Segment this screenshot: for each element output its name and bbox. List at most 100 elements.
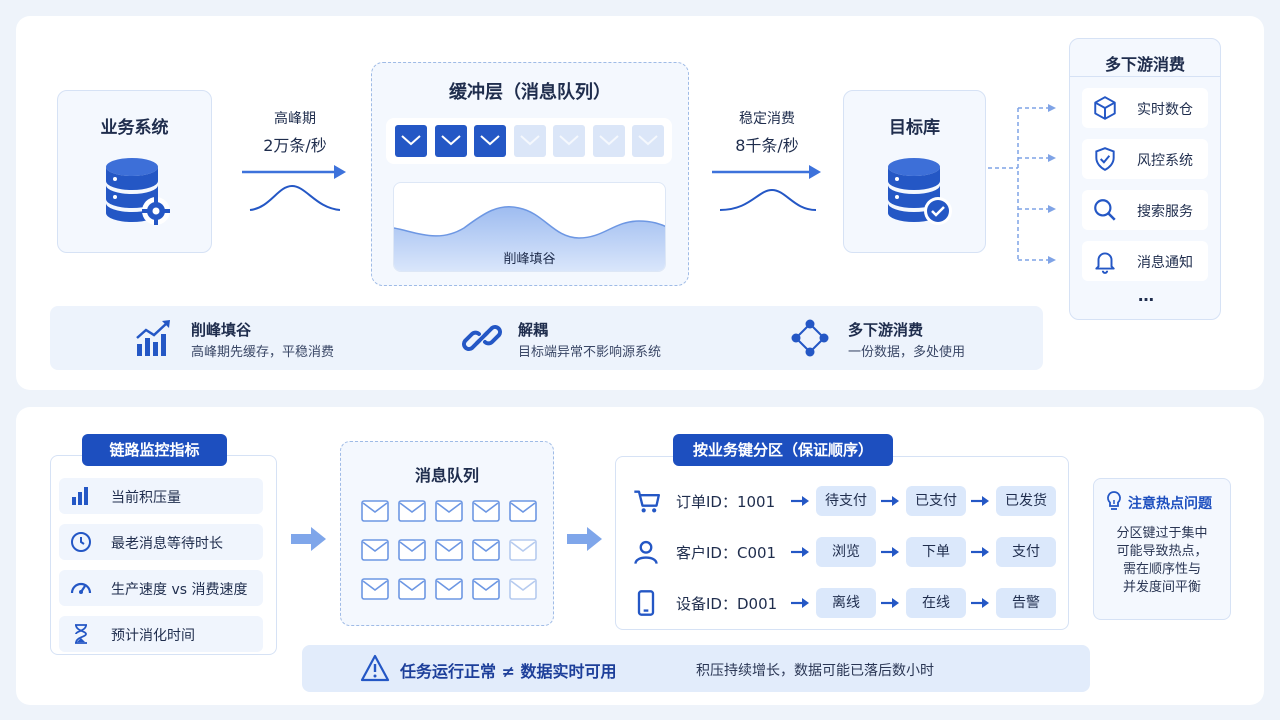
benefit-1-desc: 高峰期先缓存，平稳消费 [191, 345, 335, 360]
monitor-title: 链路监控指标 [82, 434, 227, 466]
target-db-title: 目标库 [889, 118, 940, 138]
queue-title: 消息队列 [414, 466, 479, 485]
partition-step: 在线 [906, 588, 966, 618]
partition-key: 订单ID：1001 [676, 493, 776, 511]
downstream-item-label: 搜索服务 [1137, 204, 1193, 220]
stable-output-arrow [710, 160, 825, 220]
warning-main: 任务运行正常 ≠ 数据实时可用 [400, 662, 617, 681]
clock-icon [69, 530, 93, 554]
downstream-item-label: 风控系统 [1137, 153, 1193, 169]
benefit-2-title: 解耦 [518, 321, 549, 339]
buffer-slot-filled [474, 125, 506, 157]
benefits-bar [50, 306, 1043, 370]
partition-step: 已发货 [996, 486, 1056, 516]
hotspot-title: 注意热点问题 [1128, 496, 1212, 512]
link-icon [462, 318, 502, 358]
network-icon [790, 318, 830, 358]
search-icon [1092, 197, 1118, 223]
monitor-item: 当前积压量 [59, 478, 263, 514]
bar-chart-icon [69, 484, 93, 508]
buffer-slot-empty [513, 125, 546, 157]
peak-input-label: 高峰期 [274, 111, 316, 127]
benefit-3-title: 多下游消费 [848, 321, 924, 339]
downstream-item: 搜索服务 [1082, 190, 1208, 230]
monitor-item: 生产速度 vs 消费速度 [59, 570, 263, 606]
downstream-item: 实时数仓 [1082, 88, 1208, 128]
monitor-item-label: 生产速度 vs 消费速度 [111, 582, 248, 598]
queue-envelope-icon [472, 578, 500, 600]
partition-step-arrow [880, 545, 900, 559]
lightbulb-icon [1104, 490, 1124, 512]
partition-key: 设备ID：D001 [676, 595, 778, 613]
monitor-item-label: 最老消息等待时长 [111, 536, 223, 552]
stable-output-label: 稳定消费 [739, 111, 795, 127]
peak-input-arrow [240, 160, 350, 220]
user-icon [632, 538, 660, 566]
monitor-item-label: 当前积压量 [111, 490, 181, 506]
queue-envelope-icon [398, 539, 426, 561]
database-check-icon [884, 155, 956, 227]
queue-envelope-icon [361, 578, 389, 600]
partition-key: 客户ID：C001 [676, 544, 777, 562]
gauge-icon [69, 576, 93, 600]
partition-step: 已支付 [906, 486, 966, 516]
partition-step-arrow [970, 545, 990, 559]
benefit-1-title: 削峰填谷 [191, 321, 252, 339]
queue-envelope-icon [398, 578, 426, 600]
peak-input-rate: 2万条/秒 [263, 136, 327, 155]
partition-step: 支付 [996, 537, 1056, 567]
buffer-slot-filled [434, 125, 467, 157]
stable-output-rate: 8千条/秒 [735, 136, 799, 155]
warning-icon [360, 654, 390, 682]
business-system-card: 业务系统 [57, 90, 212, 253]
downstream-divider [1070, 76, 1220, 77]
hotspot-card [1093, 478, 1231, 620]
buffer-slot-filled [395, 125, 427, 157]
flow-arrow-1 [291, 527, 327, 551]
cart-icon [632, 487, 660, 515]
benefit-3-desc: 一份数据，多处使用 [848, 345, 966, 360]
downstream-item: 风控系统 [1082, 139, 1208, 179]
cube-icon [1092, 95, 1118, 121]
buffer-wave-box [393, 182, 666, 272]
downstream-item: 消息通知 [1082, 241, 1208, 281]
business-system-title: 业务系统 [100, 118, 169, 138]
bell-icon [1092, 248, 1118, 274]
buffer-caption: 削峰填谷 [503, 252, 556, 267]
partition-title: 按业务键分区（保证顺序） [673, 434, 893, 466]
hotspot-line: 分区键过于集中 [1116, 526, 1208, 541]
downstream-item-label: 实时数仓 [1137, 102, 1193, 118]
monitor-item-label: 预计消化时间 [111, 628, 195, 644]
partition-step-arrow [880, 494, 900, 508]
rising-chart-icon [134, 318, 174, 358]
downstream-title: 多下游消费 [1104, 55, 1185, 74]
warning-bar [302, 645, 1090, 692]
partition-step-arrow [790, 494, 810, 508]
partition-step: 浏览 [816, 537, 876, 567]
partition-step-arrow [970, 494, 990, 508]
database-gear-icon [102, 155, 174, 227]
hotspot-line: 并发度间平衡 [1122, 580, 1201, 595]
queue-envelope-icon [509, 539, 537, 561]
hotspot-body: 分区键过于集中可能导致热点，需在顺序性与并发度间平衡 [1100, 525, 1224, 597]
partition-step: 下单 [906, 537, 966, 567]
buffer-slot-empty [553, 125, 585, 157]
partition-step-arrow [880, 596, 900, 610]
buffer-slot-empty [632, 125, 664, 157]
downstream-more: … [1138, 286, 1154, 305]
queue-envelope-icon [435, 539, 463, 561]
queue-envelope-icon [509, 578, 537, 600]
queue-envelope-icon [361, 500, 389, 522]
partition-step: 离线 [816, 588, 876, 618]
shield-check-icon [1092, 146, 1118, 172]
hourglass-icon [69, 622, 93, 646]
queue-envelope-icon [472, 539, 500, 561]
warning-sub: 积压持续增长，数据可能已落后数小时 [696, 663, 934, 679]
partition-step-arrow [790, 596, 810, 610]
buffer-slot-empty [592, 125, 625, 157]
queue-envelope-icon [435, 500, 463, 522]
partition-step-arrow [790, 545, 810, 559]
buffer-title: 缓冲层（消息队列） [449, 82, 611, 103]
queue-envelope-icon [509, 500, 537, 522]
partition-step-arrow [970, 596, 990, 610]
